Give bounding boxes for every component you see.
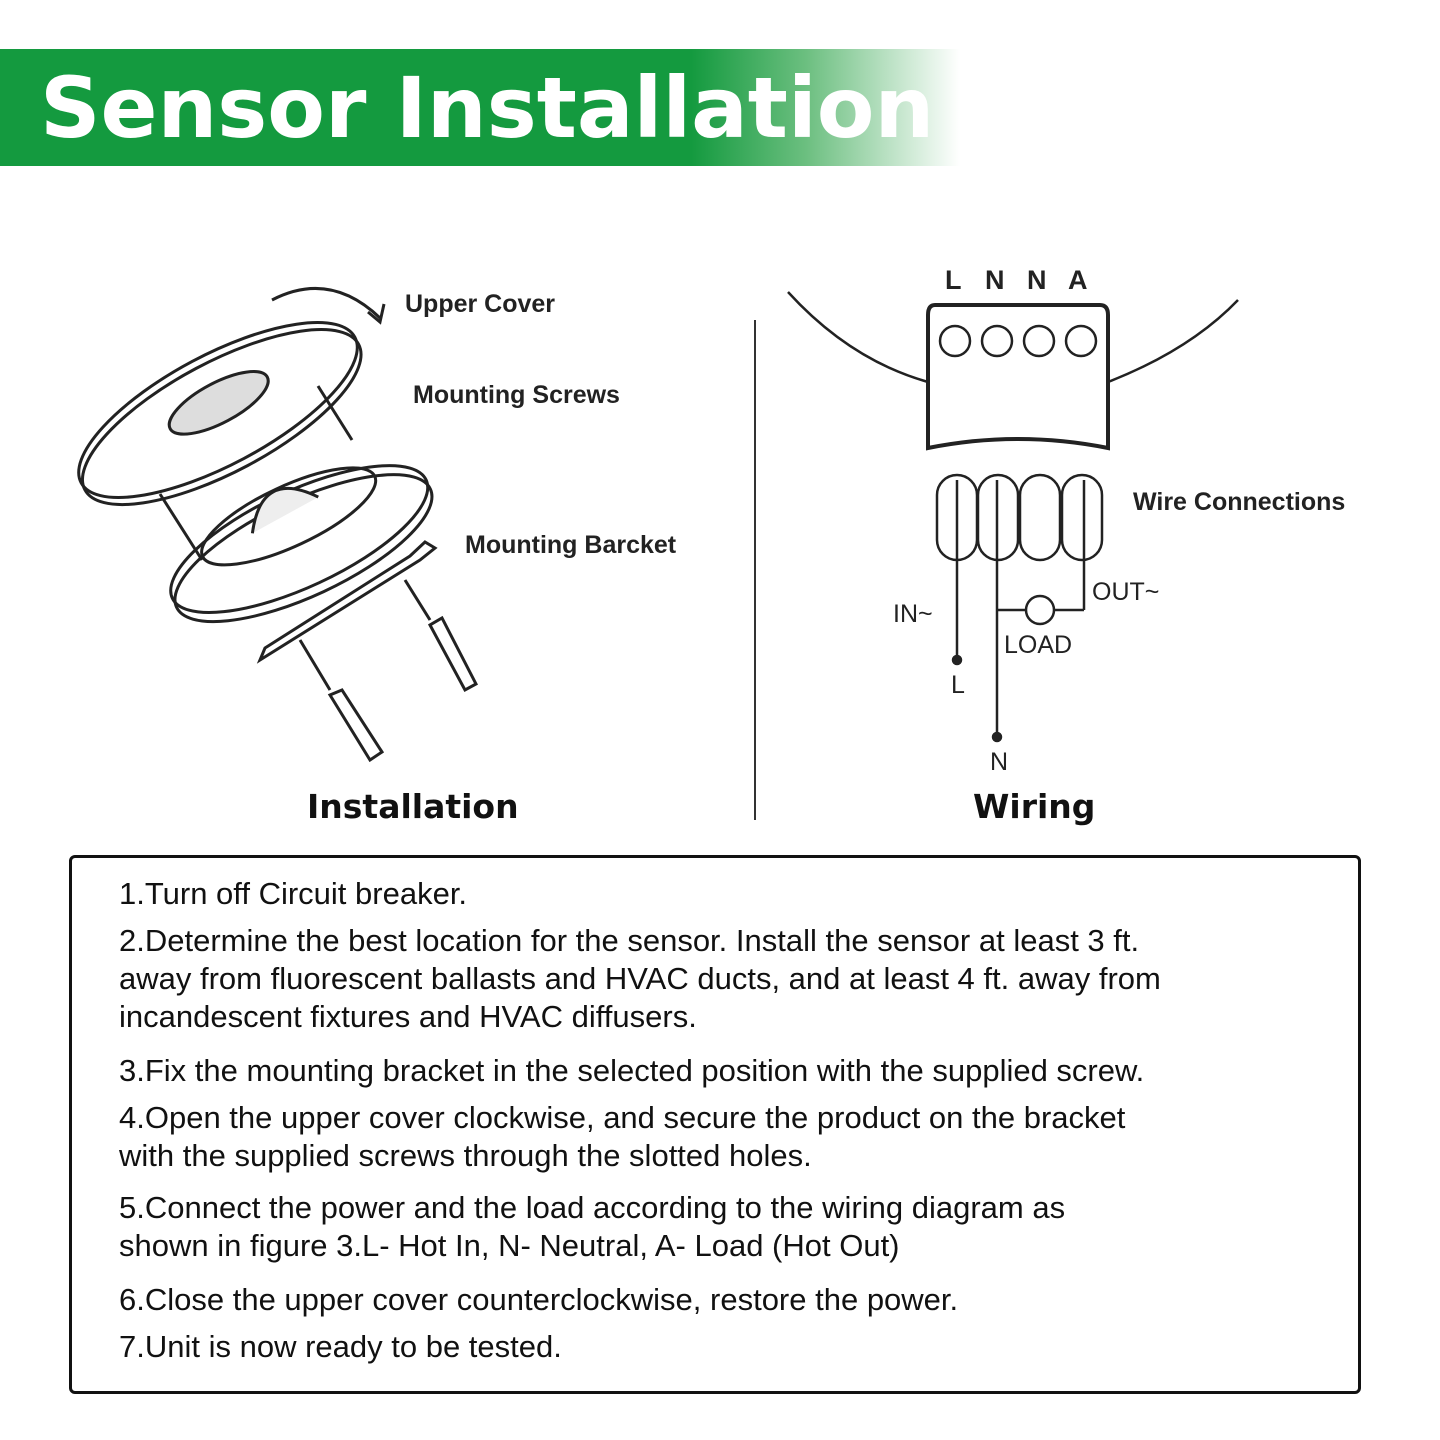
terminal-l: L bbox=[945, 265, 962, 295]
step-4-line-2: with the supplied screws through the slo… bbox=[119, 1138, 812, 1173]
terminal-block bbox=[926, 303, 1110, 451]
label-out: OUT~ bbox=[1092, 578, 1160, 606]
step-5-line-2: shown in figure 3.L- Hot In, N- Neutral,… bbox=[119, 1228, 900, 1263]
rotate-arrow-icon bbox=[271, 287, 382, 320]
rotate-arrow-head-icon bbox=[367, 303, 386, 325]
wiring-diagram bbox=[787, 291, 1239, 743]
terminal-hole bbox=[938, 324, 972, 358]
step-6: 6.Close the upper cover counterclockwise… bbox=[119, 1282, 959, 1317]
upper-cover bbox=[77, 321, 363, 507]
step-2-line-2: away from fluorescent ballasts and HVAC … bbox=[119, 961, 1161, 996]
caption-installation: Installation bbox=[307, 787, 519, 826]
label-load: LOAD bbox=[1004, 631, 1073, 659]
terminal-n: N bbox=[985, 265, 1005, 295]
step-7: 7.Unit is now ready to be tested. bbox=[119, 1329, 562, 1364]
page-title: Sensor Installation bbox=[40, 59, 935, 157]
label-wire-connections: Wire Connections bbox=[1133, 488, 1346, 516]
mounting-bracket bbox=[256, 540, 479, 763]
label-l: L bbox=[951, 671, 965, 699]
label-mounting-screws: Mounting Screws bbox=[413, 381, 620, 409]
step-5-line-1: 5.Connect the power and the load accordi… bbox=[119, 1190, 1066, 1225]
label-n: N bbox=[990, 748, 1009, 776]
instructions-box: 1.Turn off Circuit breaker. 2.Determine … bbox=[69, 855, 1361, 1394]
terminal-hole bbox=[1022, 324, 1056, 358]
wire-connector bbox=[1018, 473, 1062, 562]
terminal-n: N bbox=[1027, 265, 1047, 295]
label-upper-cover: Upper Cover bbox=[405, 290, 556, 318]
terminal-a: A bbox=[1068, 265, 1088, 295]
label-mounting-bracket: Mounting Barcket bbox=[465, 531, 677, 559]
terminal-hole bbox=[1064, 324, 1098, 358]
ceiling-arc-right bbox=[1107, 299, 1239, 384]
wire-connector bbox=[1060, 473, 1104, 562]
step-2-line-1: 2.Determine the best location for the se… bbox=[119, 923, 1140, 958]
wire-end-dot bbox=[951, 654, 963, 666]
sensor-body bbox=[169, 464, 434, 624]
header-banner: Sensor Installation bbox=[0, 49, 960, 166]
step-3: 3.Fix the mounting bracket in the select… bbox=[119, 1053, 1145, 1088]
ceiling-arc-left bbox=[787, 291, 929, 384]
caption-wiring: Wiring bbox=[973, 787, 1096, 826]
step-4-line-1: 4.Open the upper cover clockwise, and se… bbox=[119, 1100, 1126, 1135]
terminal-hole bbox=[980, 324, 1014, 358]
step-2-line-3: incandescent fixtures and HVAC diffusers… bbox=[119, 999, 697, 1034]
mounting-screw bbox=[316, 385, 354, 441]
bulb-icon bbox=[1024, 594, 1056, 626]
label-in: IN~ bbox=[893, 600, 933, 628]
step-1: 1.Turn off Circuit breaker. bbox=[119, 876, 468, 911]
wire-end-dot bbox=[991, 731, 1003, 743]
